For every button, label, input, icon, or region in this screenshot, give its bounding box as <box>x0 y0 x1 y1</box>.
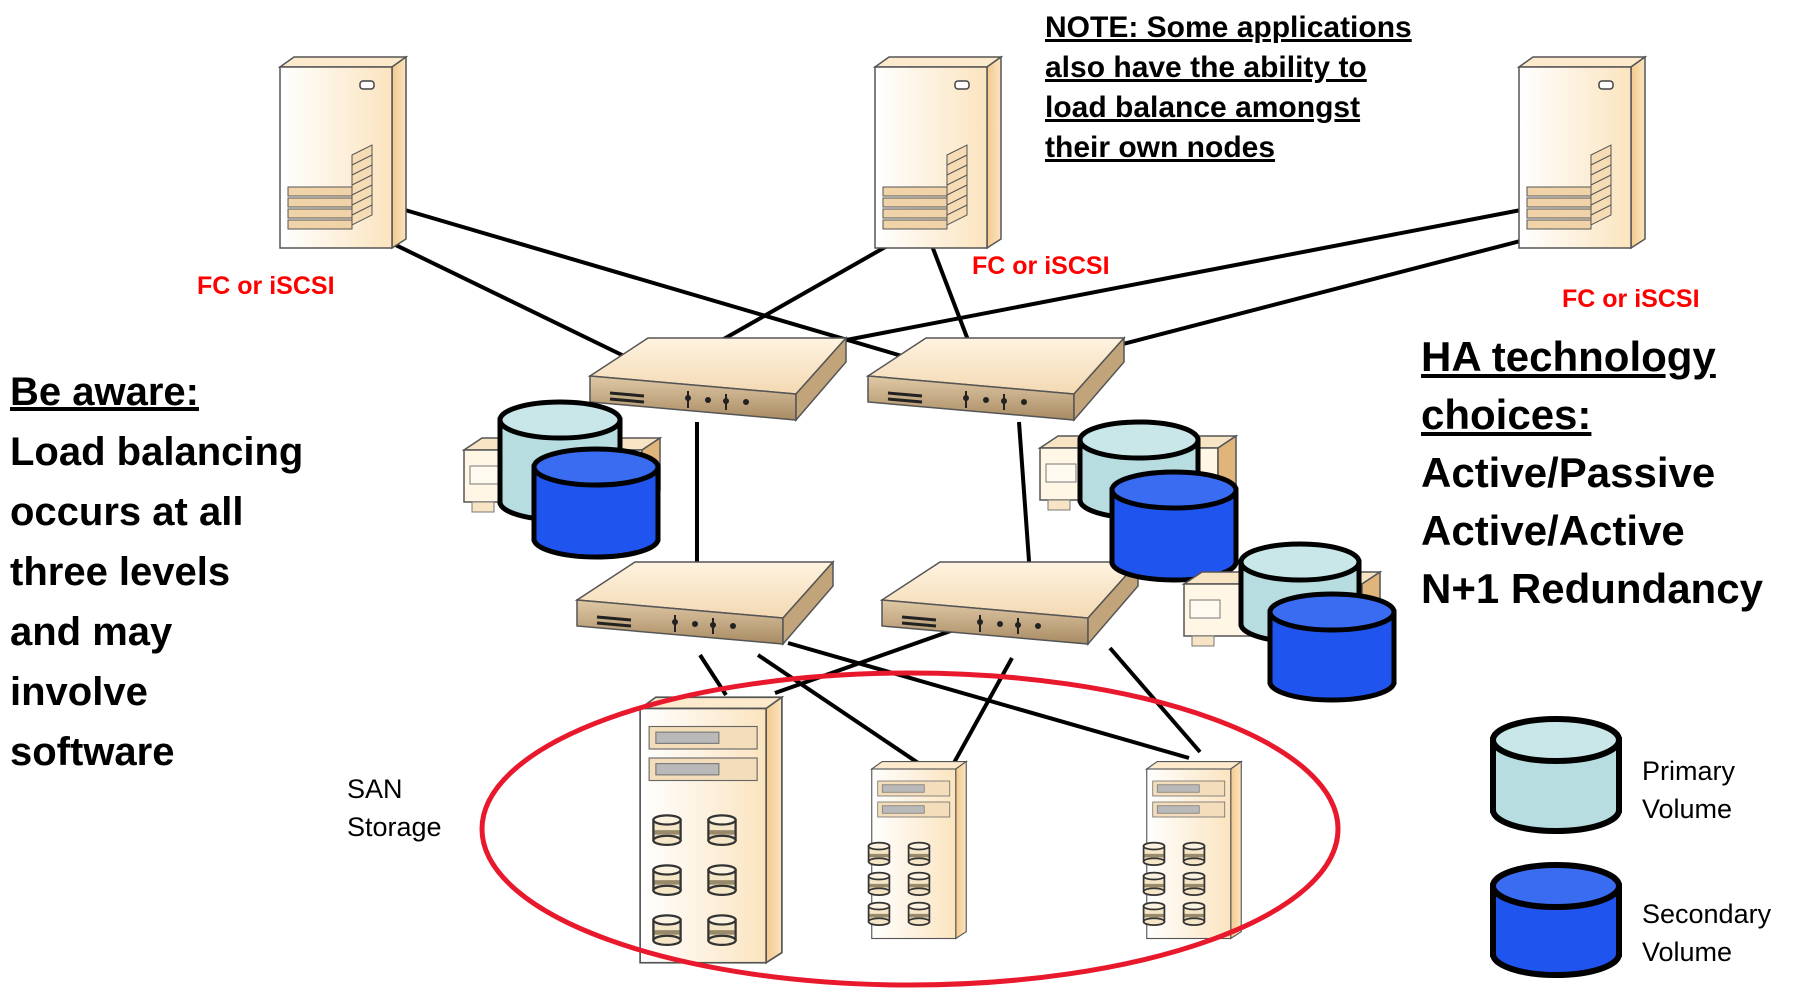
note-line: load balance amongst <box>1045 91 1361 124</box>
legend-secondary-label: Secondary Volume <box>1642 895 1771 971</box>
san-label-line: SAN <box>347 774 403 804</box>
connection-label-right: FC or iSCSI <box>1562 285 1700 313</box>
ha-choice: Active/Passive <box>1421 449 1716 496</box>
ha-choices-text: HA technology choices: Active/Passive Ac… <box>1421 328 1763 618</box>
legend-label-line: Secondary <box>1642 899 1772 929</box>
ha-heading-line: choices: <box>1421 391 1592 438</box>
be-aware-line: Load balancing <box>10 430 304 474</box>
connection-label-left: FC or iSCSI <box>197 272 335 300</box>
be-aware-line: three levels <box>10 550 231 594</box>
be-aware-line: involve <box>10 670 148 714</box>
legend-primary-volume-icon <box>1490 716 1622 834</box>
legend-label-line: Volume <box>1642 937 1733 967</box>
secondary-volume-icon <box>1267 591 1397 703</box>
san-storage-array-small <box>1142 760 1242 940</box>
network-switch-icon <box>588 336 848 422</box>
secondary-volume-icon <box>1109 469 1239 583</box>
note-text: NOTE: Some applications also have the ab… <box>1045 8 1412 168</box>
ha-heading-line: HA technology <box>1421 333 1716 380</box>
volume-group-left <box>463 399 661 560</box>
network-switch-icon <box>575 560 835 646</box>
legend-label-line: Volume <box>1642 794 1733 824</box>
secondary-volume-icon <box>531 446 661 560</box>
network-switch-icon <box>866 336 1126 422</box>
legend-label-line: Primary <box>1642 756 1735 786</box>
network-switch-icon <box>880 560 1140 646</box>
be-aware-line: and may <box>10 610 173 654</box>
san-storage-array-large <box>639 696 783 964</box>
note-line: their own nodes <box>1045 131 1276 164</box>
san-boundary-ellipse <box>479 670 1341 988</box>
be-aware-line: occurs at all <box>10 490 244 534</box>
legend-secondary-volume-icon <box>1490 862 1622 978</box>
be-aware-heading: Be aware: <box>10 370 199 414</box>
ha-choice: Active/Active <box>1421 507 1685 554</box>
be-aware-text: Be aware: Load balancing occurs at all t… <box>10 362 303 782</box>
host-server-icon <box>279 56 407 249</box>
host-server-icon <box>874 56 1002 249</box>
note-line: NOTE: Some applications <box>1045 11 1412 44</box>
legend-primary-label: Primary Volume <box>1642 752 1735 828</box>
host-server-icon <box>1518 56 1646 249</box>
volume-group-right-upper <box>1039 419 1239 583</box>
ha-choice: N+1 Redundancy <box>1421 565 1763 612</box>
san-label-line: Storage <box>347 812 442 842</box>
san-storage-label: SAN Storage <box>347 770 442 846</box>
be-aware-line: software <box>10 730 175 774</box>
note-line: also have the ability to <box>1045 51 1367 84</box>
san-storage-array-small <box>867 760 967 940</box>
volume-group-right-lower <box>1183 541 1397 703</box>
connection-label-center: FC or iSCSI <box>972 252 1110 280</box>
